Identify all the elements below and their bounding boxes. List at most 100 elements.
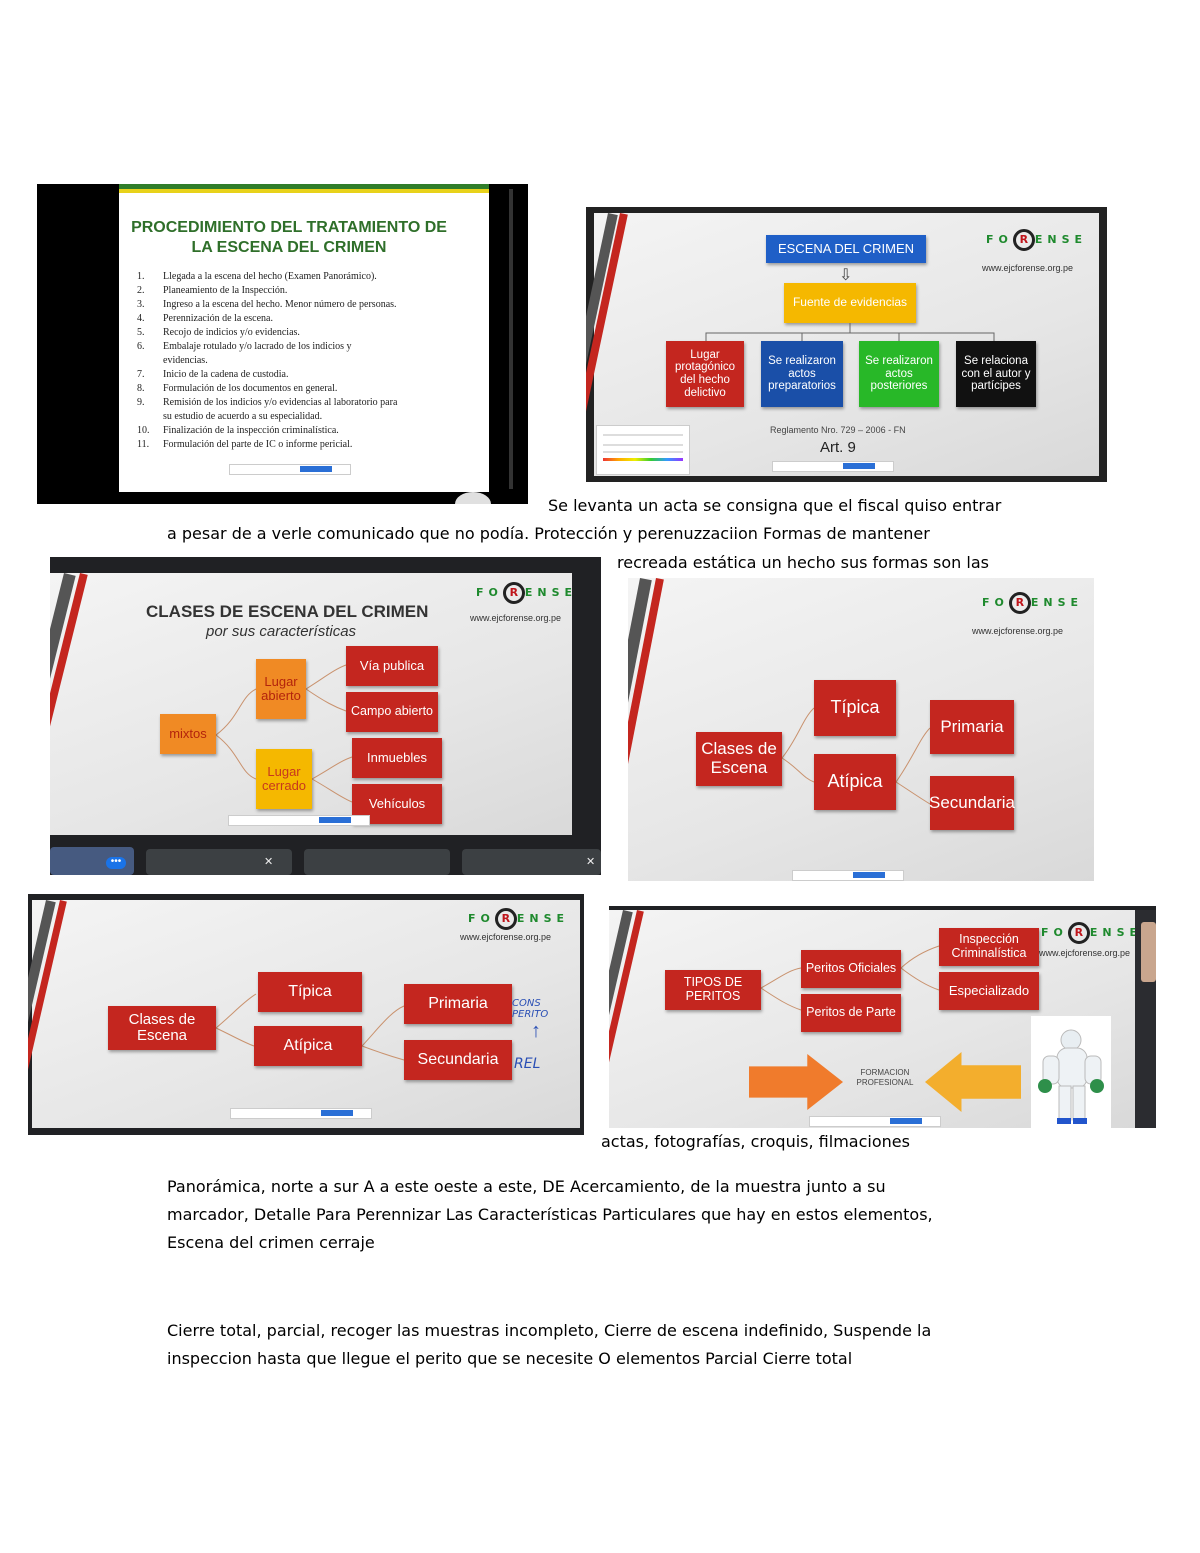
- procedure-item-text: evidencias.: [163, 355, 208, 366]
- procedure-item-text: Finalización de la inspección criminalís…: [163, 425, 339, 436]
- paragraph-2-line-2: inspeccion hasta que llegue el perito qu…: [167, 1349, 853, 1368]
- note-line-2: a pesar de a verle comunicado que no pod…: [167, 524, 930, 543]
- participant-face-thumb: [1141, 922, 1156, 982]
- procedure-item-number: 5.: [137, 327, 145, 338]
- procedure-item-number: [137, 410, 163, 424]
- paragraph-2-line-1: Cierre total, parcial, recoger las muest…: [167, 1321, 932, 1340]
- procedure-item-text: Inicio de la cadena de custodia.: [163, 369, 289, 380]
- branch-lines: [705, 323, 995, 341]
- procedure-item: 3.Ingreso a la escena del hecho. Menor n…: [137, 298, 467, 312]
- procedure-item: 10. Finalización de la inspección crimina…: [137, 424, 467, 438]
- procedure-item: 8.Formulación de los documentos en gener…: [137, 382, 467, 396]
- procedure-item: 6. Embalaje rotulado y/o lacrado de los i…: [137, 340, 467, 354]
- note-line-3: recreada estática un hecho sus formas so…: [617, 553, 989, 572]
- articulo-text: Art. 9: [820, 439, 856, 456]
- slide-title: PROCEDIMIENTO DEL TRATAMIENTO DE LA ESCE…: [131, 219, 447, 256]
- procedure-item: evidencias.: [137, 354, 467, 368]
- site-url: www.ejcforense.org.pe: [972, 626, 1064, 636]
- node-primaria: Primaria: [404, 984, 512, 1024]
- site-url: www.ejcforense.org.pe: [1039, 948, 1131, 958]
- procedure-item-number: 6.: [137, 341, 145, 352]
- down-arrow-icon: ⇩: [839, 267, 853, 284]
- screen-share-bar: [229, 464, 351, 475]
- forensic-suit-icon: [1038, 1029, 1104, 1124]
- node-mixtos: mixtos: [160, 714, 216, 754]
- procedure-item: 11.Formulación del parte de IC o informe…: [137, 438, 467, 452]
- camera-thumbnail: [455, 492, 491, 504]
- procedure-item-number: 10.: [137, 425, 150, 436]
- procedure-item: 1.Llegada a la escena del hecho (Examen …: [137, 270, 467, 284]
- box-actos-posteriores: Se realizaron actos posteriores: [859, 341, 939, 407]
- site-url: www.ejcforense.org.pe: [470, 613, 562, 623]
- node-peritos-oficiales: Peritos Oficiales: [801, 950, 901, 988]
- procedure-item-text: Embalaje rotulado y/o lacrado de los ind…: [163, 341, 352, 352]
- screen-share-bar: [228, 815, 370, 826]
- tree-lines: [215, 993, 405, 1061]
- participant-tile: [146, 849, 292, 875]
- procedure-item-number: 9.: [137, 397, 145, 408]
- more-options-icon[interactable]: •••: [106, 857, 126, 869]
- procedure-item-number: 3.: [137, 299, 145, 310]
- procedure-item: 9. Remisión de los indicios y/o evidencia…: [137, 396, 467, 410]
- tree-lines: [781, 707, 931, 805]
- procedure-item-text: su estudio de acuerdo a su especialidad.: [163, 411, 323, 422]
- box-autor-participes: Se relaciona con el autor y partícipes: [956, 341, 1036, 407]
- mic-off-icon: ✕: [586, 856, 596, 868]
- site-url: www.ejcforense.org.pe: [460, 932, 552, 942]
- site-url: www.ejcforense.org.pe: [982, 263, 1074, 273]
- screen-share-bar: [792, 870, 904, 881]
- node-atipica: Atípica: [814, 754, 896, 810]
- node-lugar-cerrado: Lugar cerrado: [256, 749, 312, 809]
- slide-subtitle: por sus características: [206, 623, 357, 640]
- procedure-item-text: Formulación de los documentos en general…: [163, 383, 338, 394]
- procedure-item: 4. Perennización de la escena.: [137, 312, 467, 326]
- reglamento-text: Reglamento Nro. 729 – 2006 - FN: [770, 425, 906, 435]
- procedure-item-number: [137, 354, 163, 368]
- formacion-profesional-text: FORMACION PROFESIONAL: [856, 1068, 914, 1087]
- slide-page: PROCEDIMIENTO DEL TRATAMIENTO DE LA ESCE…: [119, 184, 489, 492]
- procedure-item: su estudio de acuerdo a su especialidad.: [137, 410, 467, 424]
- procedure-item-number: 2.: [137, 285, 145, 296]
- node-primaria: Primaria: [930, 700, 1014, 754]
- tree-lines: [760, 945, 940, 1011]
- procedure-item-text: Remisión de los indicios y/o evidencias …: [163, 397, 398, 408]
- screen-share-bar: [809, 1116, 941, 1127]
- node-inspeccion-criminalistica: Inspección Criminalística: [939, 928, 1039, 966]
- participant-tile: [462, 849, 601, 875]
- node-tipica: Típica: [814, 680, 896, 736]
- node-campo-abierto: Campo abierto: [346, 692, 438, 732]
- procedure-item-text: Llegada a la escena del hecho (Examen Pa…: [163, 271, 377, 282]
- paragraph-1-line-3: Escena del crimen cerraje: [167, 1233, 375, 1252]
- procedure-item-text: Perennización de la escena.: [163, 313, 273, 324]
- procedure-item-number: 7.: [137, 369, 145, 380]
- procedure-list: 1.Llegada a la escena del hecho (Examen …: [137, 270, 467, 452]
- box-actos-preparatorios: Se realizaron actos preparatorios: [761, 341, 843, 407]
- box-lugar-protagonico: Lugar protagónico del hecho delictivo: [666, 341, 744, 407]
- tree-lines: [215, 664, 353, 803]
- node-inmuebles: Inmuebles: [352, 738, 442, 778]
- procedure-item: 5.Recojo de indicios y/o evidencias.: [137, 326, 467, 340]
- node-via-publica: Vía publica: [346, 646, 438, 686]
- node-tipos-de-peritos: TIPOS DE PERITOS: [665, 970, 761, 1010]
- node-clases-de-escena: Clases de Escena: [696, 732, 782, 786]
- participant-tile: [304, 849, 450, 875]
- box-fuente-evidencias: Fuente de evidencias: [784, 283, 916, 323]
- slide-scrollbar[interactable]: [509, 189, 513, 489]
- paragraph-1-line-1: Panorámica, norte a sur A a este oeste a…: [167, 1177, 886, 1196]
- procedure-item-number: 11.: [137, 439, 150, 450]
- procedure-item-number: 4.: [137, 313, 145, 324]
- node-especializado: Especializado: [939, 972, 1039, 1010]
- screen-share-bar: [772, 461, 894, 472]
- box-escena-del-crimen: ESCENA DEL CRIMEN: [766, 235, 926, 263]
- screenshot-procedimiento: PROCEDIMIENTO DEL TRATAMIENTO DE LA ESCE…: [37, 184, 528, 504]
- node-clases-de-escena: Clases de Escena: [108, 1006, 216, 1050]
